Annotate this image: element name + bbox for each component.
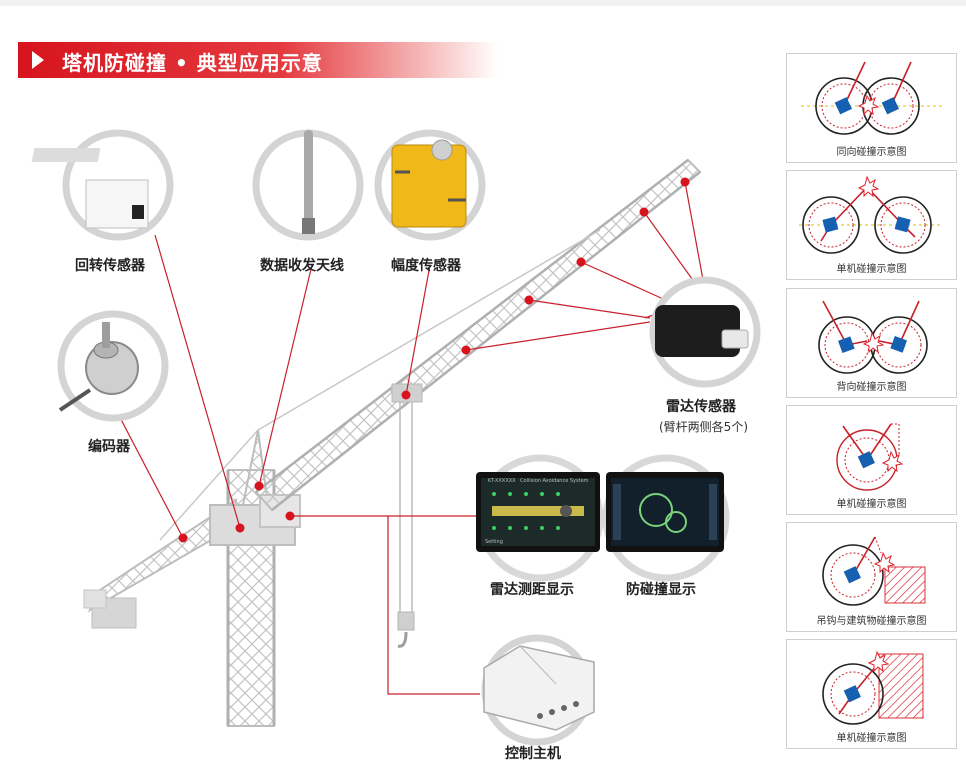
diagram-panel-same-direction: 同向碰撞示意图 bbox=[786, 53, 957, 163]
label-trolley-sensor: 幅度传感器 bbox=[391, 258, 461, 274]
single-collision-diagram-2 bbox=[836, 423, 904, 491]
radar-display-screen bbox=[476, 454, 604, 582]
hook-building-collision-diagram bbox=[822, 536, 926, 606]
encoder-image bbox=[57, 310, 169, 422]
slewing-sensor-image bbox=[31, 129, 174, 241]
label-anticollision-display: 防碰撞显示 bbox=[626, 582, 696, 598]
diagram-panel-single-1: 单机碰撞示意图 bbox=[786, 170, 957, 280]
anticollision-display-screen bbox=[602, 454, 730, 582]
sensor-points bbox=[178, 177, 690, 543]
trolley-sensor-image bbox=[374, 129, 486, 241]
top-divider bbox=[0, 0, 966, 6]
caption-back-direction: 背向碰撞示意图 bbox=[836, 382, 907, 393]
same-direction-collision-diagram bbox=[801, 61, 943, 135]
back-direction-collision-diagram bbox=[818, 300, 928, 374]
page-title: 塔机防碰撞 • 典型应用示意 bbox=[62, 51, 323, 75]
caption-single-3: 单机碰撞示意图 bbox=[836, 733, 907, 744]
antenna-image bbox=[252, 129, 364, 241]
radar-screen-setting: Setting bbox=[485, 539, 503, 545]
diagram-panel-back-direction: 背向碰撞示意图 bbox=[786, 288, 957, 398]
diagram-panel-building: 吊钩与建筑物碰撞示意图 bbox=[786, 522, 957, 632]
connection-lines bbox=[114, 181, 707, 695]
controller-image bbox=[481, 634, 595, 746]
caption-same-direction: 同向碰撞示意图 bbox=[836, 147, 907, 158]
radar-sensor-image bbox=[649, 276, 761, 388]
label-antenna: 数据收发天线 bbox=[260, 258, 344, 274]
radar-screen-title: Collision Avoidance System bbox=[520, 478, 589, 484]
diagram-panel-single-2: 单机碰撞示意图 bbox=[786, 405, 957, 515]
single-collision-diagram-3 bbox=[822, 650, 924, 725]
crane-main-jib bbox=[159, 158, 702, 541]
label-slewing-sensor: 回转传感器 bbox=[75, 258, 145, 274]
crane-trolley-hook bbox=[391, 383, 423, 648]
play-arrow-icon bbox=[32, 51, 44, 69]
radar-screen-id: KT-XXXXXX bbox=[488, 478, 516, 484]
label-encoder: 编码器 bbox=[88, 439, 130, 455]
label-radar-sensor: 雷达传感器 bbox=[666, 399, 736, 415]
caption-building: 吊钩与建筑物碰撞示意图 bbox=[816, 616, 927, 627]
single-collision-diagram-1 bbox=[799, 175, 943, 254]
label-radar-display: 雷达测距显示 bbox=[490, 582, 574, 598]
caption-single-2: 单机碰撞示意图 bbox=[836, 499, 907, 510]
diagram-panel-single-3: 单机碰撞示意图 bbox=[786, 639, 957, 749]
label-controller: 控制主机 bbox=[505, 746, 561, 762]
caption-single-1: 单机碰撞示意图 bbox=[836, 264, 907, 275]
title-banner: 塔机防碰撞 • 典型应用示意 bbox=[18, 42, 498, 78]
label-radar-note: (臂杆两侧各5个) bbox=[659, 420, 748, 434]
